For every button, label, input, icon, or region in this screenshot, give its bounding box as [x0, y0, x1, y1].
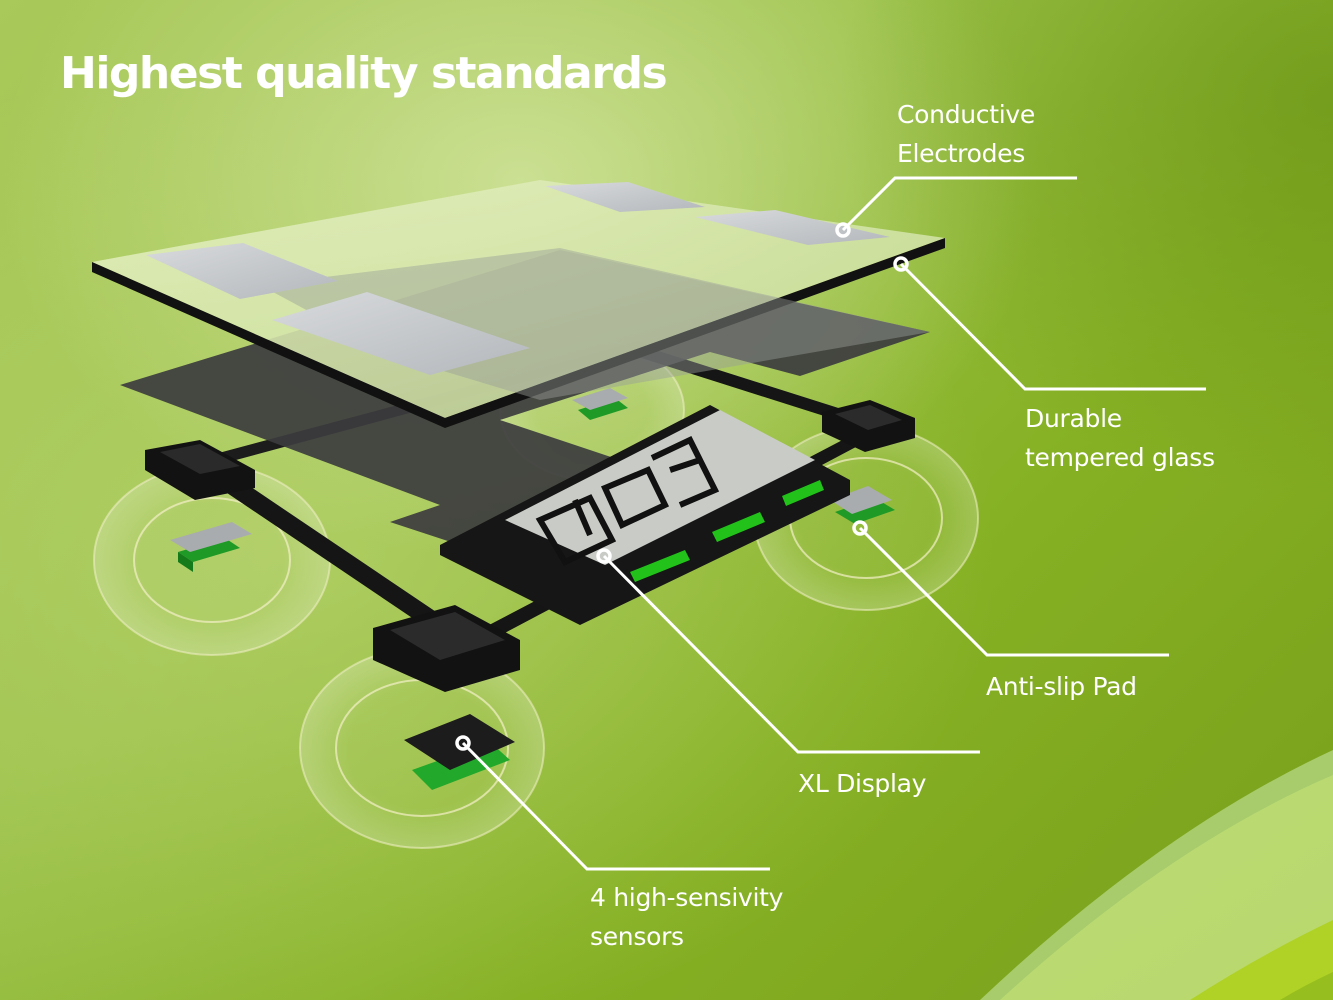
- callout-line-display: [602, 554, 980, 754]
- callout-text-line: Conductive: [897, 100, 1035, 129]
- callout-line-electrodes: [841, 176, 1077, 232]
- touch-key-2: [712, 512, 765, 542]
- callout-pin-icon: [596, 548, 612, 564]
- load-sensor-right: [830, 486, 895, 524]
- display-housing: [440, 405, 850, 625]
- callout-text-line: tempered glass: [1025, 443, 1215, 472]
- load-sensor-front: [404, 714, 515, 790]
- glass-top-plate: [92, 180, 945, 428]
- callout-text-line: XL Display: [798, 769, 927, 798]
- callout-label-electrodes: Conductive Electrodes: [897, 95, 1035, 173]
- callout-text-line: Electrodes: [897, 139, 1025, 168]
- callout-text-line: sensors: [590, 922, 684, 951]
- callout-label-display: XL Display: [798, 764, 926, 803]
- callout-line-antislip: [858, 526, 1169, 657]
- callout-line-glass: [899, 262, 1206, 391]
- load-sensor-back: [572, 388, 628, 420]
- callout-line-sensors: [461, 741, 770, 871]
- corner-foot-front: [373, 605, 520, 692]
- touch-key-1: [630, 550, 690, 582]
- callout-pins: [455, 222, 909, 751]
- touch-key-3: [782, 480, 824, 506]
- callout-text-line: Anti-slip Pad: [986, 672, 1137, 701]
- callout-pin-icon: [455, 735, 471, 751]
- callout-pin-icon: [835, 222, 851, 238]
- callout-pin-icon: [893, 256, 909, 272]
- electrode-back-left: [146, 243, 338, 299]
- corner-foot-right: [822, 400, 915, 452]
- callout-pin-icon: [852, 520, 868, 536]
- lcd-digits: [535, 436, 720, 566]
- decorative-swoosh: [980, 750, 1333, 1000]
- callout-label-glass: Durable tempered glass: [1025, 399, 1215, 477]
- callout-lines: [461, 176, 1206, 871]
- electrode-front-left: [272, 292, 530, 375]
- load-sensor-left: [170, 522, 252, 572]
- electrode-back-right: [545, 182, 705, 212]
- page-title: Highest quality standards: [60, 48, 668, 99]
- callout-text-line: 4 high-sensivity: [590, 883, 784, 912]
- callout-label-antislip: Anti-slip Pad: [986, 667, 1137, 706]
- corner-foot-left: [145, 440, 255, 500]
- callout-text-line: Durable: [1025, 404, 1122, 433]
- callout-label-sensors: 4 high-sensivity sensors: [590, 878, 783, 956]
